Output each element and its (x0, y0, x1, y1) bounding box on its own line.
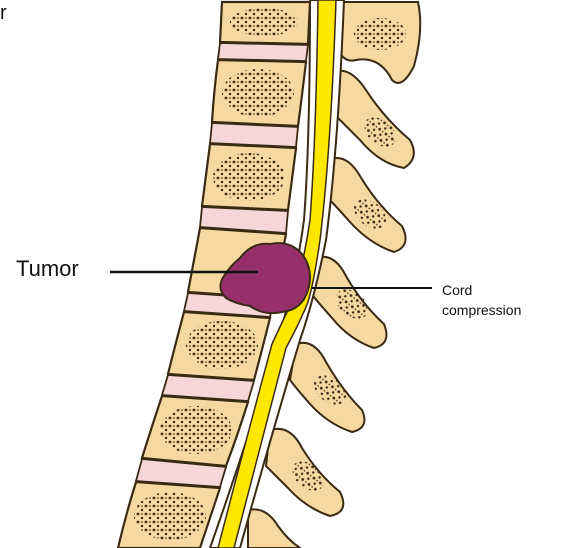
label-cord-line1: Cord (442, 280, 521, 300)
label-tumor: Tumor (16, 256, 79, 282)
disc-2 (210, 123, 298, 147)
disc-1 (218, 43, 308, 61)
spinous-process-7 (248, 509, 300, 548)
label-cord-compression: Cord compression (442, 280, 521, 320)
label-cord-line2: compression (442, 300, 521, 320)
